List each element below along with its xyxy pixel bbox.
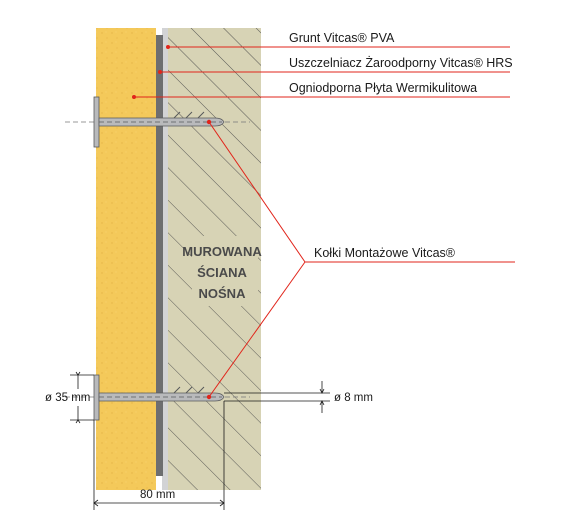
dim-shank-diameter xyxy=(224,381,330,413)
dim-anchor-length xyxy=(93,401,225,510)
leader-lines xyxy=(132,45,515,398)
label-board: Ogniodporna Płyta Wermikulitowa xyxy=(289,81,477,95)
label-sealant: Uszczelniacz Żaroodporny Vitcas® HRS xyxy=(289,56,513,70)
wall-label-line-1: MUROWANA xyxy=(182,244,262,259)
wall-label-line-3: NOŚNA xyxy=(199,286,247,301)
masonry-wall xyxy=(168,28,261,490)
wall-label-line-2: ŚCIANA xyxy=(197,265,247,280)
label-anchors: Kołki Montażowe Vitcas® xyxy=(314,246,456,260)
label-primer: Grunt Vitcas® PVA xyxy=(289,31,395,45)
shank-diameter-value: ø 8 mm xyxy=(334,392,373,404)
sealant-layer xyxy=(155,35,163,476)
primer-layer xyxy=(162,28,168,490)
anchor-length-value: 80 mm xyxy=(140,489,175,501)
head-diameter-value: ø 35 mm xyxy=(45,392,90,404)
vermiculite-board xyxy=(96,28,156,490)
anchor-top xyxy=(65,96,250,148)
anchor-bottom xyxy=(65,374,250,421)
dim-head-diameter xyxy=(70,371,94,424)
